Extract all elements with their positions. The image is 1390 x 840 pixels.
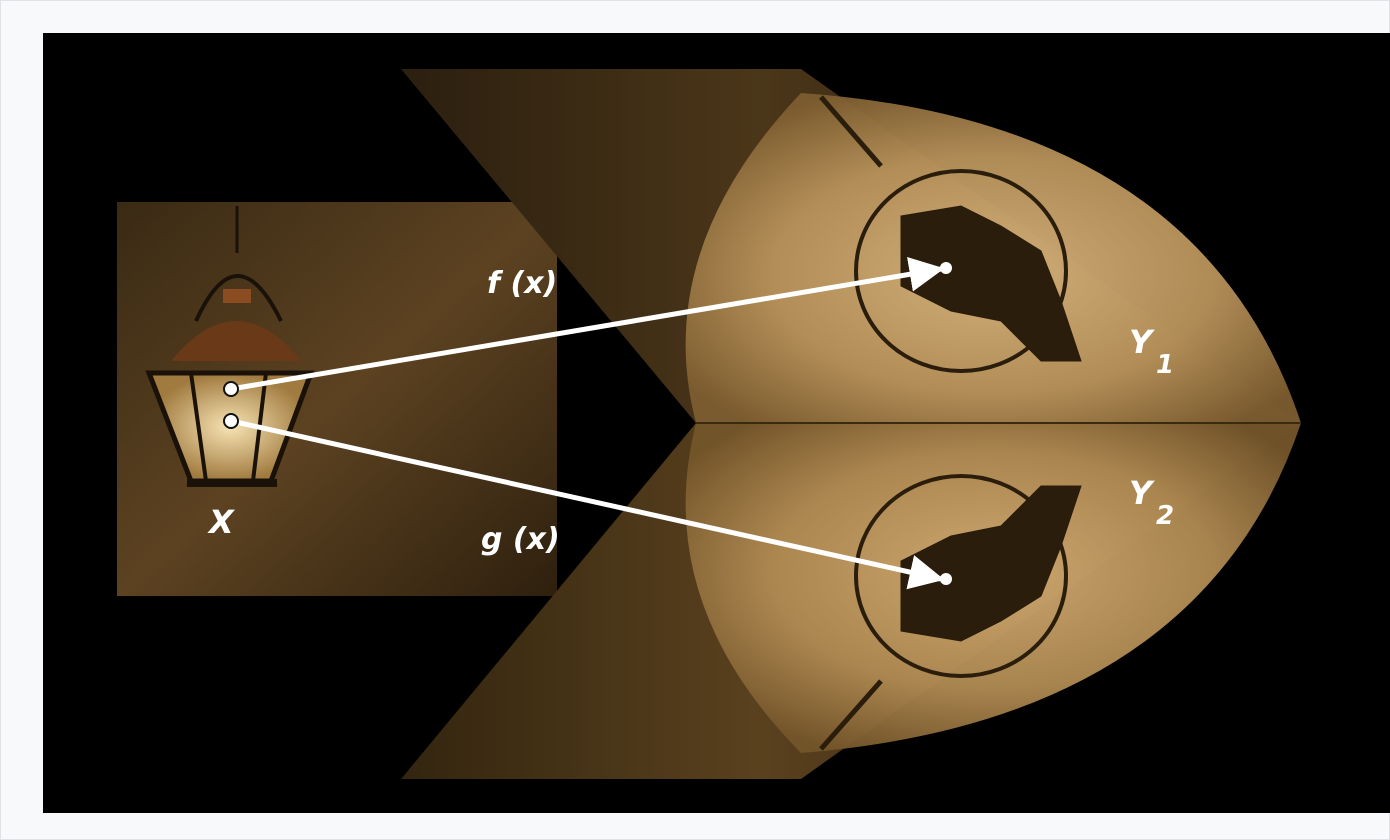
label-y1-letter: Y	[1129, 323, 1155, 361]
label-y2-letter: Y	[1129, 474, 1155, 512]
label-y2-subscript: 2	[1156, 501, 1174, 531]
label-y1-subscript: 1	[1156, 350, 1174, 380]
diagram-svg: f (x) g (x) X Y 1 Y 2	[117, 69, 1301, 779]
arrow-f	[230, 256, 945, 392]
target-point-y2	[940, 573, 952, 585]
lantern-shadow-lower	[819, 474, 1082, 751]
source-point-g	[223, 413, 239, 429]
label-y1: Y 1	[1129, 323, 1174, 380]
lantern-projection-scene: f (x) g (x) X Y 1 Y 2	[43, 33, 1390, 813]
label-f-of-x: f (x)	[487, 266, 557, 301]
label-x: X	[207, 503, 235, 541]
target-point-y1	[940, 262, 952, 274]
label-g-of-x: g (x)	[481, 522, 560, 557]
arrow-g	[230, 418, 945, 590]
lantern-shadow-upper	[819, 95, 1082, 373]
label-y2: Y 2	[1129, 474, 1174, 531]
source-point-f	[223, 381, 239, 397]
